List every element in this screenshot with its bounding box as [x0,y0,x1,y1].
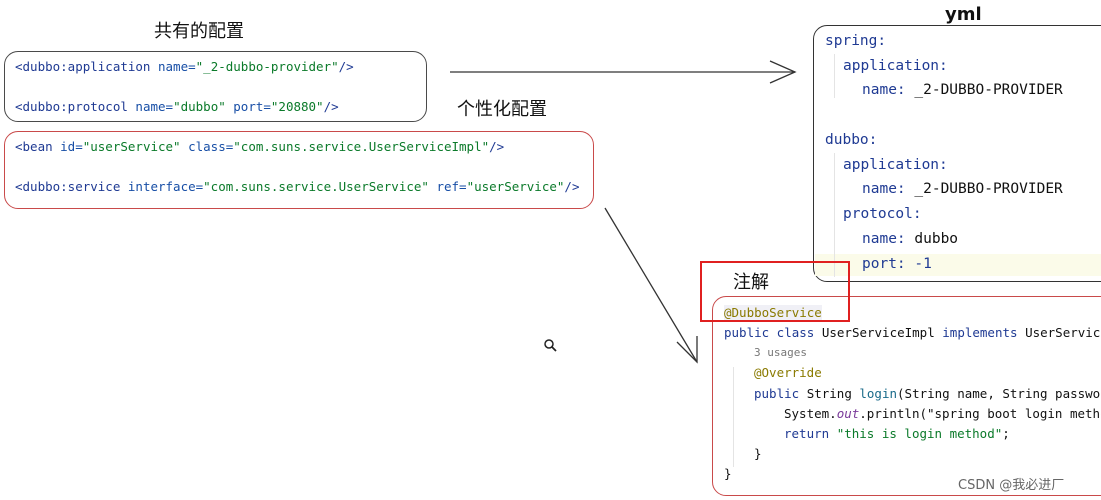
yml-line: name: _2-DUBBO-PROVIDER [862,82,1063,98]
yml-line: name: _2-DUBBO-PROVIDER [862,181,1063,197]
xml-attr: id= [60,139,83,154]
yml-line: protocol: [843,206,922,222]
yml-value: dubbo [905,231,959,247]
yml-key: spring: [825,33,887,49]
xml-tag: <dubbo:protocol [15,99,136,114]
yml-line: dubbo: [825,132,877,148]
xml-tag: <dubbo:service [15,179,128,194]
xml-tag-close: /> [323,99,339,114]
code-line: System.out.println("spring boot login me… [784,406,1101,421]
indent-guide [733,367,734,467]
code-text: .println("spring boot login method"); [859,406,1101,421]
xml-attr: interface= [127,179,204,194]
xml-attr: port= [225,99,271,114]
indent-guide [834,54,835,98]
yml-key: name: [862,82,906,98]
xml-tag: <dubbo:application [15,59,158,74]
indent-guide [834,153,835,277]
yml-value: _2-DUBBO-PROVIDER [905,82,1063,98]
code-line: public String login(String name, String … [754,386,1101,401]
dubbo-application-line: <dubbo:application name="_2-dubbo-provid… [15,59,354,74]
xml-value: "userService" [466,179,565,194]
code-line: public class UserServiceImpl implements … [724,325,1101,340]
code-type: String [806,386,860,401]
code-line: } [724,466,732,481]
xml-tag: <bean [15,139,61,154]
magnifier-icon [544,339,554,349]
xml-tag-close: /> [564,179,580,194]
code-keyword: public class [724,325,822,340]
code-line: @Override [754,365,822,380]
personal-config-box: <bean id="userService" class="com.suns.s… [4,131,594,209]
yml-line: spring: [825,33,886,49]
xml-tag-close: /> [489,139,505,154]
xml-value: "dubbo" [173,99,226,114]
code-field: out [836,406,860,421]
code-method-name: login [859,386,898,401]
annotation-highlight-rect [700,261,850,322]
code-text: System. [784,406,837,421]
yml-line: name: dubbo [862,231,958,247]
watermark: CSDN @我必进厂 [958,478,1065,493]
yml-line: port: -1 [862,256,932,272]
yml-key: application: [843,157,948,173]
usages-hint: 3 usages [754,346,807,359]
dubbo-service-line: <dubbo:service interface="com.suns.servi… [15,179,579,194]
code-keyword: implements [942,325,1026,340]
yml-key: protocol: [843,206,922,222]
xml-value: "20880" [270,99,324,114]
xml-attr: name= [158,59,196,74]
yml-key: dubbo: [825,132,878,148]
xml-value: "_2-dubbo-provider" [195,59,339,74]
shared-config-label: 共有的配置 [154,21,244,42]
yml-key: name: [862,231,906,247]
code-line: return "this is login method"; [784,426,1010,441]
code-keyword: public [754,386,807,401]
override-annotation: @Override [754,365,822,380]
dubbo-service-annotation: @DubboService [724,305,822,320]
bean-line: <bean id="userService" class="com.suns.s… [15,139,504,154]
code-string: "this is login method" [836,426,1003,441]
annotation-label: 注解 [733,272,769,293]
yml-key: name: [862,181,906,197]
dubbo-protocol-line: <dubbo:protocol name="dubbo" port="20880… [15,99,339,114]
xml-value: "com.suns.service.UserServiceImpl" [233,139,490,154]
code-line: @DubboService [724,305,822,320]
yml-key: application: [843,58,948,74]
shared-config-box: <dubbo:application name="_2-dubbo-provid… [4,51,427,122]
xml-attr: name= [135,99,174,114]
code-keyword: return [784,426,837,441]
yml-value: _2-DUBBO-PROVIDER [905,181,1063,197]
code-params: (String name, String password) { [897,386,1101,401]
yml-config-box: spring: application: name: _2-DUBBO-PROV… [813,25,1101,282]
yml-label: yml [945,4,982,25]
xml-attr: ref= [428,179,467,194]
xml-tag-close: /> [338,59,354,74]
xml-attr: class= [180,139,234,154]
annotation-code-box: @DubboService public class UserServiceIm… [712,296,1101,496]
arrow-head-yml [769,60,797,84]
current-line-highlight [815,254,1101,276]
yml-key: port: [862,256,906,272]
xml-value: "com.suns.service.UserService" [203,179,429,194]
yml-line: application: [843,58,948,74]
magnifier-handle [551,346,557,352]
code-class-name: UserServiceImpl [821,325,943,340]
arrow-head-annotation [676,336,698,364]
code-interface: UserService { [1025,325,1101,340]
personal-config-label: 个性化配置 [457,99,547,120]
xml-value: "userService" [82,139,181,154]
code-text: ; [1002,426,1010,441]
yml-value: -1 [905,256,932,272]
arrow-personal-to-annotation [604,207,698,363]
code-line: } [754,446,762,461]
yml-line: application: [843,157,948,173]
